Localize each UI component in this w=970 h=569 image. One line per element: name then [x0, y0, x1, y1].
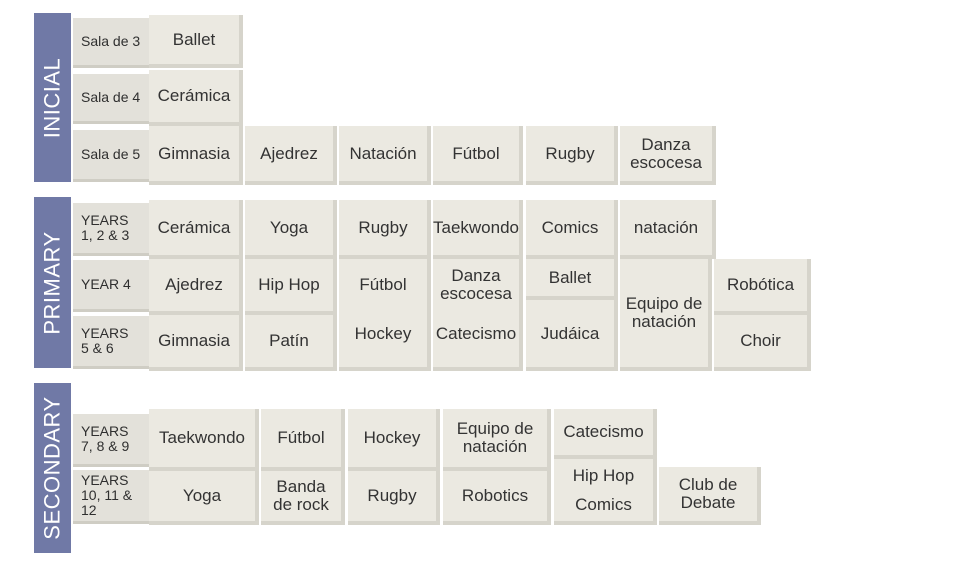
activity-cell: Ballet: [526, 259, 618, 300]
activity-cell: Taekwondo: [149, 409, 259, 471]
activity-cell: Ballet: [149, 15, 243, 68]
row-label-sala-4: Sala de 4: [73, 74, 151, 124]
activity-cell: Equipo de natación: [443, 409, 551, 471]
section-band-primary: PRIMARY: [34, 197, 71, 368]
row-label-sala-5: Sala de 5: [73, 130, 151, 182]
activity-cell: Hockey: [348, 409, 440, 471]
activity-cell: Rugby: [348, 471, 440, 525]
row-label-year-4: YEAR 4: [73, 260, 151, 312]
activity-cell: Hockey: [339, 300, 431, 371]
activity-cell: Rugby: [339, 200, 431, 259]
activity-cell: Ajedrez: [245, 126, 337, 185]
section-title-primary: PRIMARY: [39, 230, 65, 335]
section-title-inicial: INICIAL: [39, 57, 65, 138]
activity-cell: Comics: [526, 200, 618, 259]
activity-cell: Catecismo: [554, 409, 657, 459]
activity-cell: Judáica: [526, 300, 618, 371]
activity-cell: Robotics: [443, 471, 551, 525]
activity-cell: Ajedrez: [149, 259, 243, 315]
activity-cell: Gimnasia: [149, 315, 243, 371]
activity-cell: Yoga: [245, 200, 337, 259]
section-title-secondary: SECONDARY: [39, 396, 65, 540]
activity-cell: Danza escocesa: [620, 126, 716, 185]
activity-cell: Hip Hop: [245, 259, 337, 315]
row-label-years-5-6: YEARS 5 & 6: [73, 316, 151, 369]
activity-cell: Club de Debate: [659, 467, 761, 525]
activity-cell: Catecismo: [433, 300, 523, 371]
activity-cell: Gimnasia: [149, 126, 243, 185]
activity-cell: Cerámica: [149, 200, 243, 259]
activity-cell: Rugby: [526, 126, 618, 185]
activity-cell: natación: [620, 200, 716, 259]
row-label-sala-3: Sala de 3: [73, 18, 151, 68]
row-label-years-7-8-9: YEARS 7, 8 & 9: [73, 414, 151, 467]
activity-cell: Banda de rock: [261, 471, 345, 525]
activity-cell: Fútbol: [433, 126, 523, 185]
activity-cell: Taekwondo: [433, 200, 523, 259]
activity-cell: Yoga: [149, 471, 259, 525]
activity-cell: Patín: [245, 315, 337, 371]
activity-cell: Choir: [714, 315, 811, 371]
row-label-years-1-2-3: YEARS 1, 2 & 3: [73, 203, 151, 256]
section-band-inicial: INICIAL: [34, 13, 71, 182]
activity-cell: Natación: [339, 126, 431, 185]
activity-cell: Cerámica: [149, 70, 243, 126]
section-band-secondary: SECONDARY: [34, 383, 71, 553]
activity-cell: Hip Hop Comics: [554, 459, 657, 525]
activity-cell: Robótica: [714, 259, 811, 315]
row-label-years-10-11-12: YEARS 10, 11 & 12: [73, 470, 151, 524]
activity-cell: Fútbol: [261, 409, 345, 471]
activity-cell-merged: Equipo de natación: [620, 259, 712, 371]
